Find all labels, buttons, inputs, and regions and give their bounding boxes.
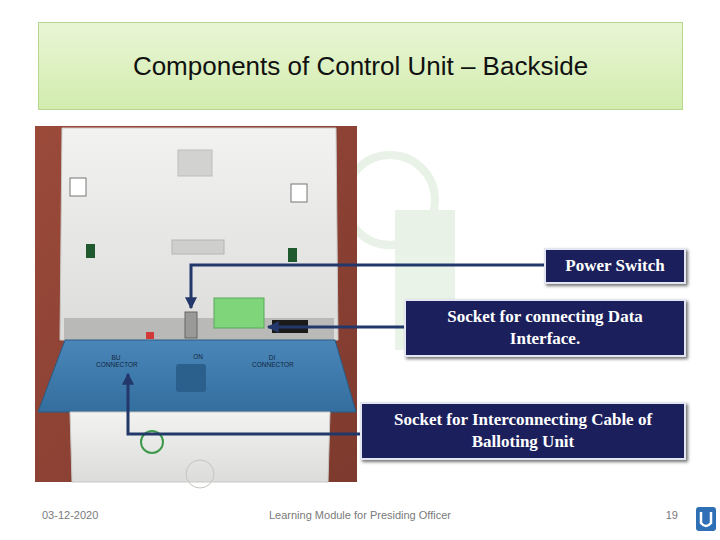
connector-label: BU CONNECTOR (96, 354, 136, 368)
footer-logo (696, 507, 716, 531)
callout-box: Socket for connecting Data Interface. (404, 299, 686, 357)
indicator (288, 248, 297, 262)
qr-sticker (70, 178, 86, 196)
unit-housing (60, 128, 338, 340)
photo-background (35, 126, 357, 482)
unit-lower-body (70, 412, 330, 482)
switch-label: ON (186, 353, 210, 360)
leader-line (128, 374, 360, 434)
callout-box: Power Switch (544, 248, 686, 284)
round-mark (186, 460, 214, 488)
flap-handle (176, 364, 206, 392)
top-notch (178, 150, 212, 176)
slide-number: 19 (640, 509, 678, 521)
footer-module: Learning Module for Presiding Officer (160, 509, 560, 521)
slide-title: Components of Control Unit – Backside (133, 51, 588, 82)
qr-sticker (291, 184, 307, 202)
callout-text: Power Switch (554, 255, 676, 277)
footer-date: 03-12-2020 (42, 509, 142, 521)
slot (172, 240, 224, 254)
callout-box: Socket for Interconnecting Cable of Ball… (360, 402, 686, 460)
recess (64, 318, 334, 342)
blue-flap (38, 340, 356, 412)
connector-label: DI CONNECTOR (252, 354, 292, 368)
green-sticker (214, 298, 264, 328)
leader-line (268, 326, 405, 329)
indicator (86, 244, 95, 258)
callout-text: Socket for connecting Data Interface. (414, 306, 676, 350)
callout-text: Socket for Interconnecting Cable of Ball… (370, 409, 676, 453)
title-band: Components of Control Unit – Backside (38, 22, 683, 110)
red-connector (146, 332, 154, 339)
power-switch (185, 312, 197, 338)
